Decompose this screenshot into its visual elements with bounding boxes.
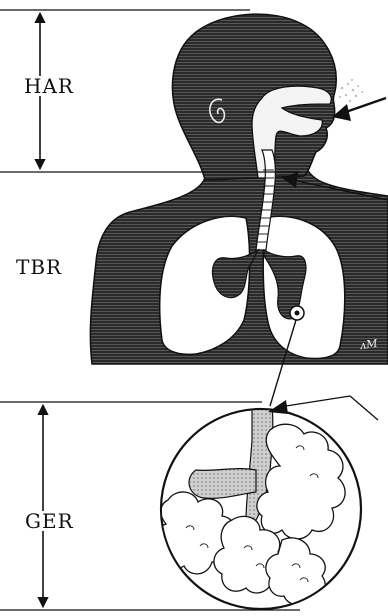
magnified-alveoli-view: [156, 404, 361, 609]
particle-cloud-icon: [339, 79, 363, 102]
tbr-region-label: TBR: [14, 257, 64, 277]
artist-signature: ᴧM: [359, 337, 378, 352]
inhalation-arrow-icon: [332, 98, 386, 121]
har-region-label: HAR: [22, 76, 76, 96]
ger-region-label: GER: [23, 511, 76, 531]
